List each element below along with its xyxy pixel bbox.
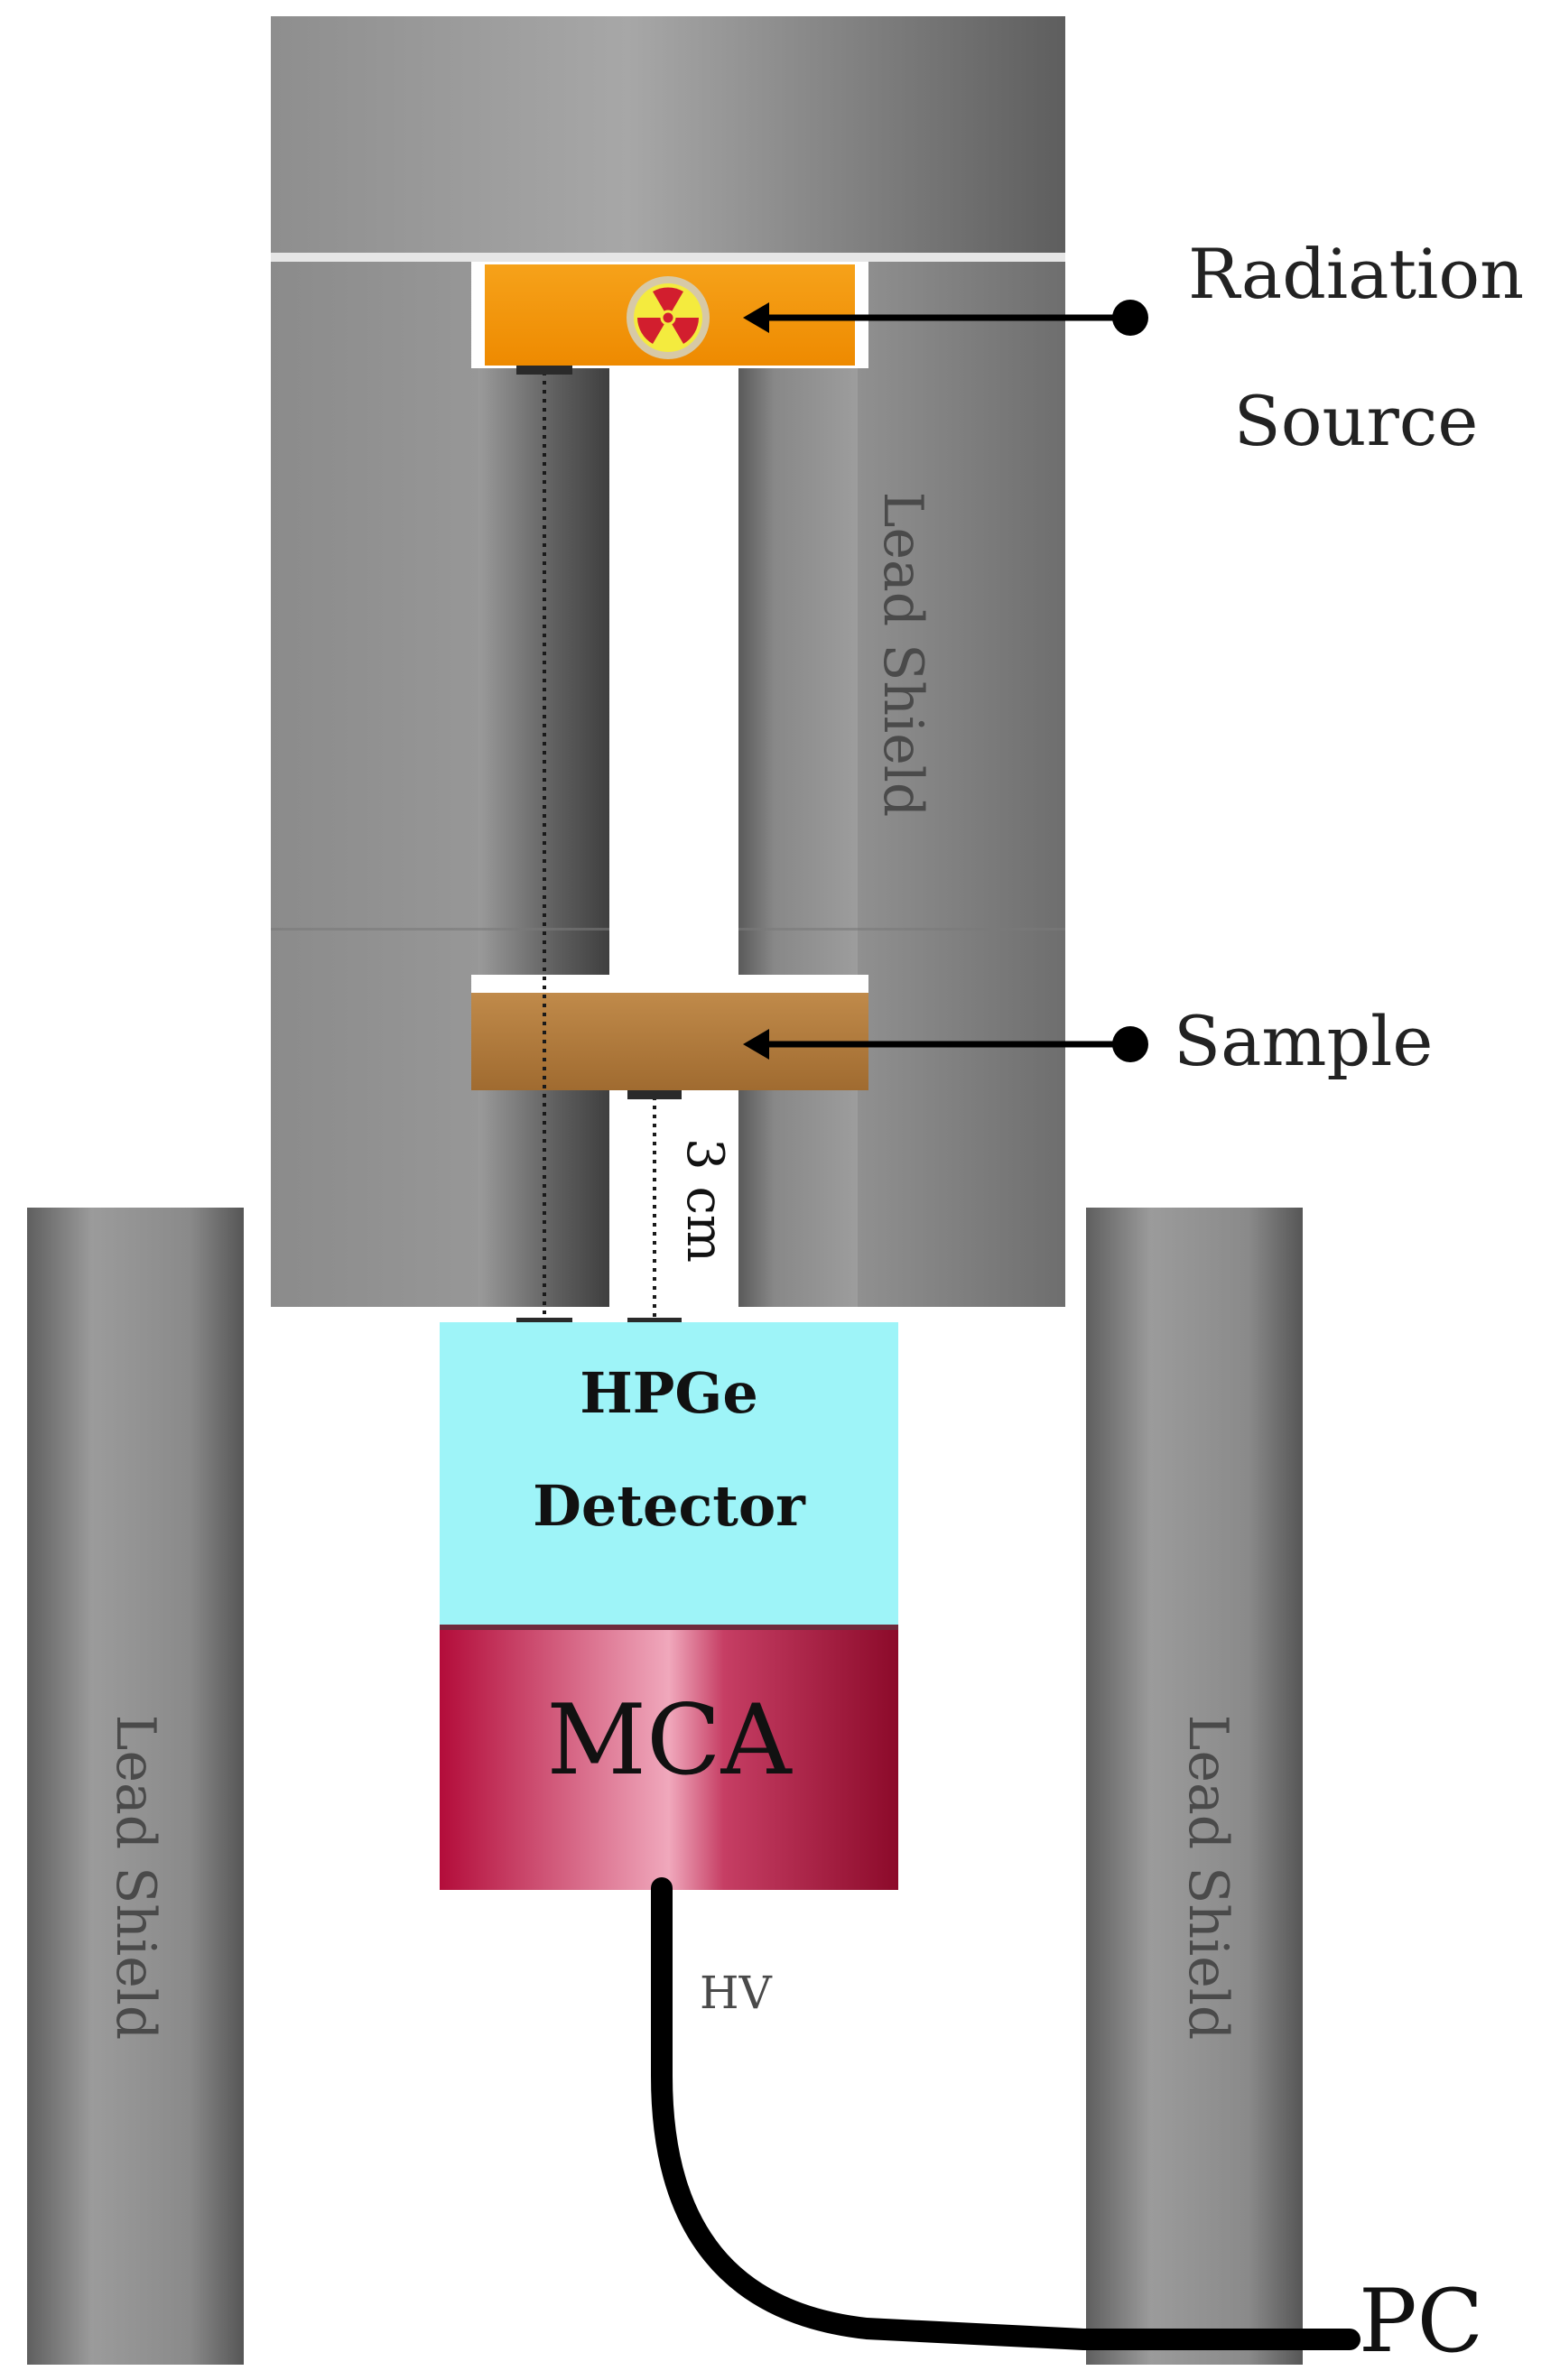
radiation-source-label-line1: Radiation bbox=[1188, 234, 1524, 314]
lead-shield-right-label: Lead Shield bbox=[1176, 1715, 1240, 2041]
lead-shield-right-block bbox=[1086, 1208, 1303, 2365]
radiation-source-callout: Radiation Source bbox=[743, 234, 1524, 461]
shield-inner-left bbox=[478, 366, 609, 1307]
sample-arrow-head bbox=[743, 1029, 769, 1060]
source-guide-cap bbox=[516, 366, 572, 375]
radiation-trefoil-icon bbox=[627, 276, 710, 359]
sample-label: Sample bbox=[1174, 1001, 1433, 1081]
lead-shield-right: Lead Shield bbox=[1086, 1208, 1303, 2365]
sample-callout-dot bbox=[1112, 1026, 1148, 1062]
shield-cap-gap bbox=[271, 253, 1065, 262]
distance-guides: 3 cm bbox=[516, 366, 734, 1327]
sample-holder bbox=[471, 975, 868, 1090]
lead-shield-upper-label: Lead Shield bbox=[871, 492, 934, 818]
sample-callout: Sample bbox=[743, 1001, 1433, 1081]
shield-top-cap bbox=[271, 16, 1065, 253]
lead-shield-left: Lead Shield bbox=[27, 1208, 244, 2365]
detector-body bbox=[440, 1322, 898, 1627]
shield-inner-right bbox=[738, 366, 858, 1307]
detector-label-line2: Detector bbox=[533, 1473, 806, 1539]
source-callout-dot bbox=[1112, 300, 1148, 336]
pc-label: PC bbox=[1359, 2271, 1483, 2372]
mca-body bbox=[440, 1630, 898, 1890]
shield-body-right bbox=[858, 262, 1065, 1307]
lead-shield-left-label: Lead Shield bbox=[104, 1715, 167, 2041]
collimator-channel bbox=[609, 366, 738, 1307]
upper-lead-shield: Lead Shield bbox=[271, 16, 1065, 1307]
distance-label: 3 cm bbox=[675, 1138, 734, 1263]
lead-shield-left-block bbox=[27, 1208, 244, 2365]
sample-guide-cap bbox=[627, 1090, 682, 1099]
hv-cable: HV bbox=[651, 1877, 1360, 2350]
shield-body-left bbox=[271, 262, 478, 1307]
mca-top-edge bbox=[440, 1625, 898, 1632]
sample-holder-frame bbox=[471, 975, 868, 995]
source-arrow-head bbox=[743, 302, 769, 333]
mca-label: MCA bbox=[546, 1684, 793, 1797]
mca-unit: MCA bbox=[440, 1625, 898, 1890]
radiation-source-label-line2: Source bbox=[1234, 381, 1479, 461]
hv-label: HV bbox=[700, 1967, 773, 2019]
detector-label-line1: HPGe bbox=[580, 1360, 758, 1426]
hpge-detector: HPGe Detector bbox=[440, 1322, 898, 1627]
cable-line bbox=[651, 1877, 1360, 2350]
